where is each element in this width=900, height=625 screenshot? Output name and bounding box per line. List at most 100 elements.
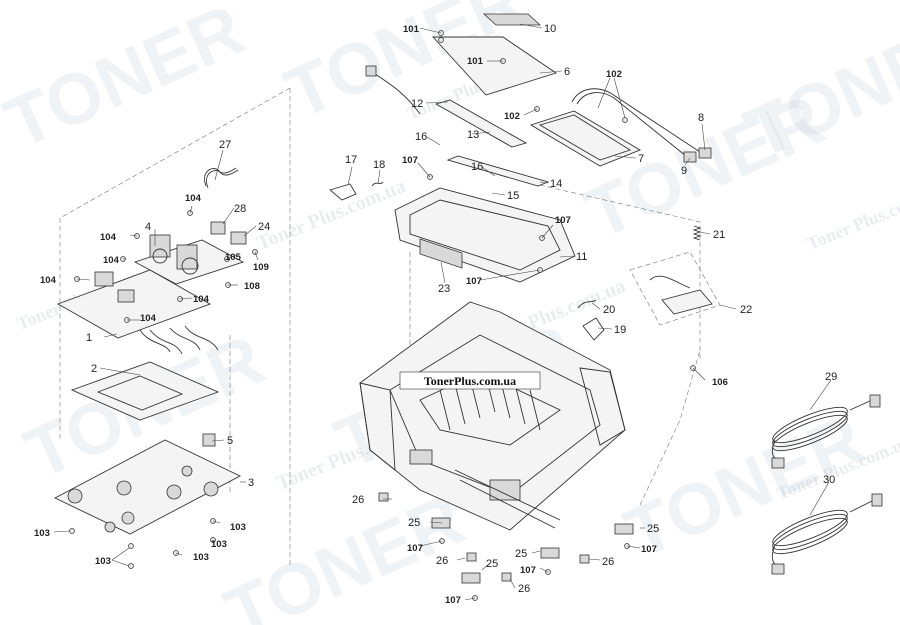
cable-27: [204, 167, 237, 187]
callout-9: 9: [681, 165, 687, 177]
main-board-1: [56, 269, 212, 339]
cover-plate-6: [431, 36, 558, 96]
callout-28: 28: [234, 203, 246, 215]
rail-12: [434, 99, 528, 148]
callout-105: 105: [225, 252, 242, 263]
callout-26-d: 26: [602, 556, 614, 568]
callout-5: 5: [227, 435, 233, 447]
callout-107-a: 107: [402, 155, 418, 166]
callout-108: 108: [244, 281, 260, 292]
callout-17: 17: [345, 154, 357, 166]
callout-4: 4: [145, 221, 151, 233]
callout-3: 3: [248, 477, 254, 489]
callout-14: 14: [550, 178, 562, 190]
callout-12: 12: [411, 98, 423, 110]
wire-12: [371, 71, 421, 115]
callout-107-d: 107: [407, 543, 423, 554]
cable-8: [571, 88, 701, 153]
callout-1: 1: [86, 332, 92, 344]
callout-19: 19: [614, 324, 626, 336]
clip-17: [329, 183, 357, 201]
callout-107-g: 107: [520, 565, 536, 576]
callout-10: 10: [544, 23, 556, 35]
rail-14: [446, 155, 550, 187]
svg-text:TONER: TONER: [214, 480, 476, 625]
callout-30: 30: [823, 474, 835, 486]
svg-text:TONER: TONER: [734, 0, 900, 175]
callout-26-b: 26: [436, 555, 448, 567]
left-board-assembly: [53, 167, 247, 535]
callout-101-a: 101: [403, 24, 420, 35]
lever-19: [582, 317, 605, 341]
callout-20: 20: [603, 304, 615, 316]
callout-16-lower: 16: [471, 161, 483, 173]
power-cord-30: [771, 493, 883, 575]
pad-26c: [501, 572, 512, 582]
callout-25-b: 25: [486, 558, 498, 570]
main-chassis: [359, 301, 626, 531]
callout-26-a: 26: [352, 494, 364, 506]
callout-23: 23: [438, 283, 450, 295]
callout-102-b: 102: [504, 111, 520, 122]
foot-25c: [540, 547, 560, 559]
pad-26b: [466, 552, 477, 562]
callout-104-c: 104: [103, 255, 120, 266]
callout-13: 13: [467, 129, 479, 141]
callout-104-b: 104: [100, 232, 117, 243]
callout-109: 109: [253, 262, 269, 273]
leader-lines: [53, 23, 832, 601]
foot-25b: [461, 572, 481, 584]
power-cord-29: [771, 394, 881, 469]
tray-11: [394, 187, 576, 283]
callout-26-c: 26: [518, 583, 530, 595]
callout-103-e: 103: [230, 522, 246, 533]
site-banner: TonerPlus.com.ua: [399, 371, 541, 390]
callout-15: 15: [507, 190, 519, 202]
svg-text:TONER: TONER: [0, 0, 256, 165]
sensor-22: [661, 289, 713, 315]
pad-26d: [579, 554, 590, 564]
bracket-5: [202, 433, 216, 447]
callout-7: 7: [638, 153, 644, 165]
svg-text:Toner Plus.com.ua: Toner Plus.com.ua: [254, 175, 409, 255]
callout-102-a: 102: [606, 69, 622, 80]
callout-labels: 1 2 3 4 5 6 7 8 9 10 11 12 13 14 15 16 1…: [34, 23, 837, 606]
shield-plate-2: [70, 361, 220, 421]
callout-103-d: 103: [211, 539, 227, 550]
pad-26a: [378, 492, 389, 502]
bracket-24: [230, 231, 247, 245]
callout-103-b: 103: [95, 556, 111, 567]
base-plate-3: [53, 439, 242, 535]
callout-107-c: 107: [466, 276, 482, 287]
callout-25-d: 25: [647, 523, 659, 535]
label-23: [419, 238, 463, 269]
callout-22: 22: [740, 304, 752, 316]
exploded-view-boundaries: [59, 87, 701, 568]
callout-103-c: 103: [193, 552, 209, 563]
callout-16-upper: 16: [415, 131, 427, 143]
callout-104-d: 104: [185, 193, 202, 204]
callout-24: 24: [258, 221, 270, 233]
callout-106: 106: [712, 377, 728, 388]
callout-101-b: 101: [467, 56, 484, 67]
callout-104-a: 104: [40, 275, 57, 286]
callout-11: 11: [576, 251, 587, 263]
callout-104-e: 104: [193, 294, 210, 305]
spring-21: [692, 225, 702, 241]
right-side-parts: [629, 225, 883, 575]
svg-text:TonerPlus.com.ua: TonerPlus.com.ua: [424, 374, 516, 388]
spring-20: [577, 299, 597, 309]
bracket-28: [210, 221, 226, 235]
callout-25-a: 25: [408, 517, 420, 529]
callout-103-a: 103: [34, 528, 50, 539]
callout-107-e: 107: [641, 544, 657, 555]
callout-27: 27: [219, 139, 231, 151]
callout-29: 29: [825, 371, 837, 383]
top-cover-assembly: [329, 13, 712, 341]
callout-107-f: 107: [445, 595, 461, 606]
callout-2: 2: [91, 363, 97, 375]
callout-104-f: 104: [140, 313, 157, 324]
foot-25d: [614, 523, 634, 535]
